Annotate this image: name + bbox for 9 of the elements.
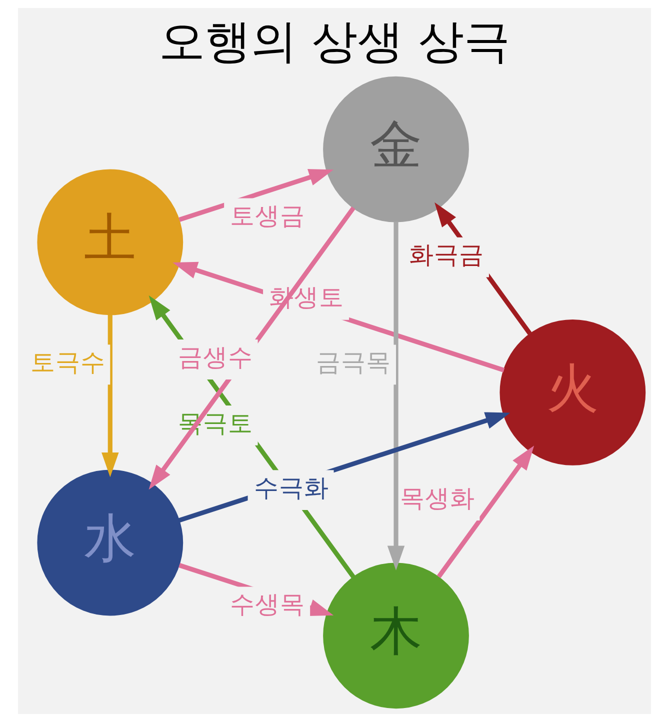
edge-label: 금극목 bbox=[316, 348, 392, 377]
diagram-title: 오행의 상생 상극 bbox=[158, 14, 510, 68]
edge-label: 화극금 bbox=[409, 240, 484, 270]
edge-label: 수생목 bbox=[230, 590, 306, 619]
edge-label: 토생금 bbox=[230, 201, 306, 230]
edge-label: 금생수 bbox=[178, 342, 253, 372]
edge-label: 목생화 bbox=[400, 483, 475, 512]
edge-label: 토극수 bbox=[30, 347, 106, 376]
edge-label: 수극화 bbox=[254, 472, 329, 502]
